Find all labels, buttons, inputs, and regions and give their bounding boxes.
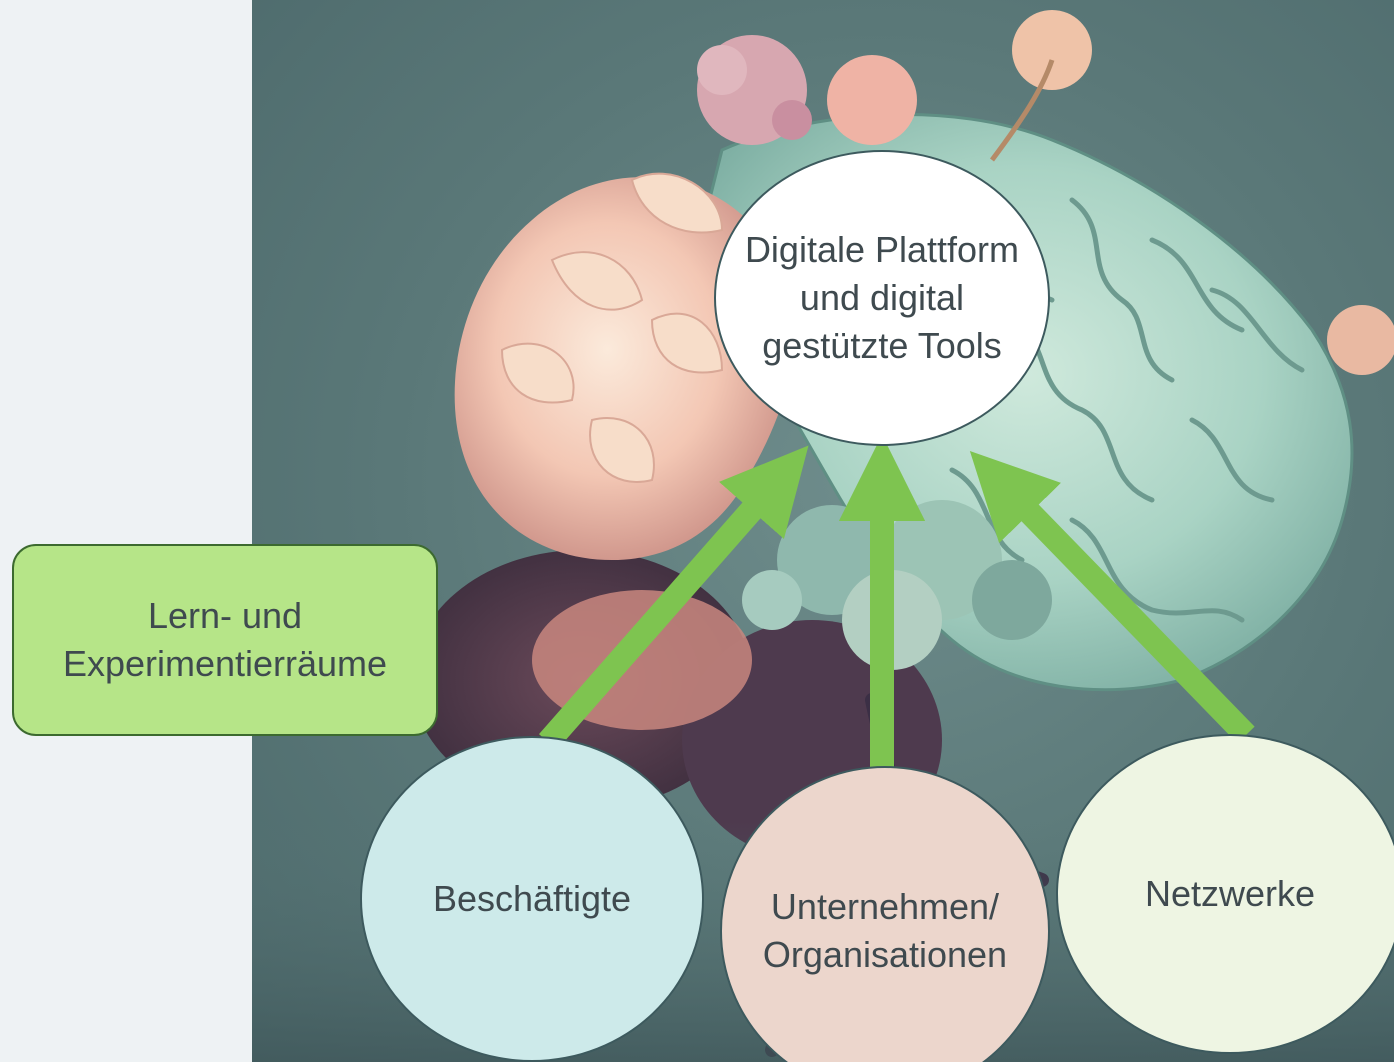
center-node-label: Digitale Plattform und digital gestützte… <box>744 229 1020 366</box>
node-netzwerke: Netzwerke <box>1056 734 1394 1054</box>
side-box-label: Lern- und Experimentierräume <box>62 595 388 684</box>
left-panel <box>0 0 252 1062</box>
center-node: Digitale Plattform und digital gestützte… <box>714 150 1050 446</box>
node-netzwerke-label: Netzwerke <box>1144 873 1316 914</box>
node-beschaeftigte: Beschäftigte <box>360 736 704 1062</box>
node-beschaeftigte-label: Beschäftigte <box>432 878 632 919</box>
peony-petals <box>500 172 724 483</box>
node-unternehmen-label: Unternehmen/ Organisationen <box>762 886 1008 975</box>
top-flower-clusters <box>697 10 1092 145</box>
arrow-beschaeftigte <box>538 445 809 750</box>
right-edge-flower <box>1327 305 1394 375</box>
arrow-netzwerke <box>969 451 1255 744</box>
flower-stem <box>989 59 1055 162</box>
peony-flower <box>454 177 794 560</box>
side-box: Lern- und Experimentierräume <box>12 544 438 736</box>
node-unternehmen: Unternehmen/ Organisationen <box>720 766 1050 1062</box>
